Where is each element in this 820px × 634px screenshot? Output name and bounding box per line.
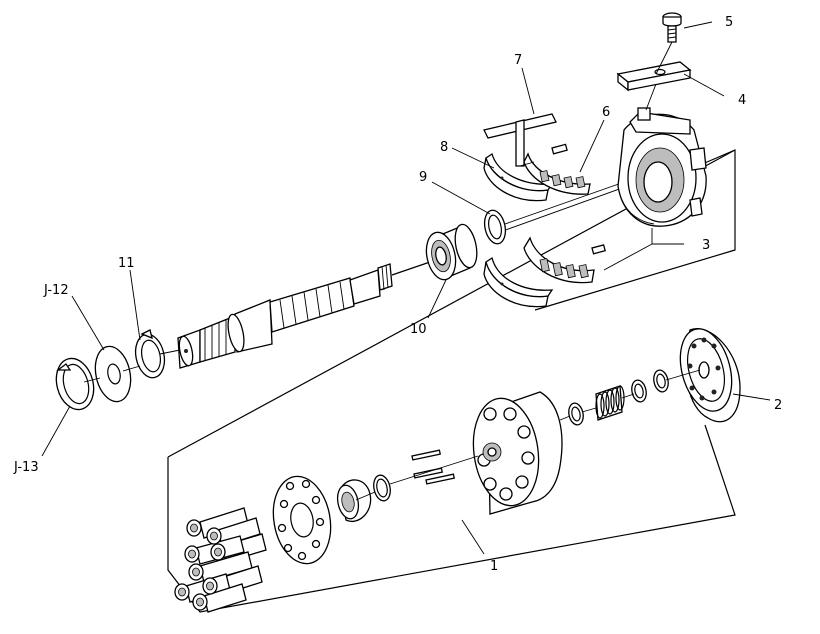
spring — [595, 385, 625, 421]
roller-bearing-6-lower — [523, 236, 606, 284]
pins — [411, 449, 455, 485]
ring-small-c — [568, 402, 584, 426]
cylinder-barrel — [472, 391, 563, 515]
label-j12: J-12 — [43, 283, 69, 298]
spherical-bushing — [336, 479, 372, 522]
bearing-shell-8-upper — [483, 152, 554, 202]
label-7: 7 — [514, 53, 522, 68]
retaining-ring-j13 — [55, 357, 95, 411]
port-plate-2 — [679, 328, 741, 423]
plate-4 — [616, 61, 692, 92]
drive-shaft — [177, 261, 431, 369]
swashplate-housing-3 — [617, 107, 707, 227]
screw-5 — [662, 12, 682, 43]
label-8: 8 — [440, 140, 448, 155]
plate-7 — [483, 113, 557, 167]
ring-small-b — [631, 379, 647, 403]
bearing-10 — [425, 223, 478, 281]
axis-line-plate — [645, 83, 657, 111]
washer-j12 — [94, 345, 132, 403]
label-10: 10 — [410, 322, 427, 337]
label-j13: J-13 — [13, 460, 39, 475]
labels: 1 2 3 4 5 6 7 8 9 10 11 J-12 J-13 — [13, 15, 782, 574]
retainer-plate — [272, 475, 332, 565]
label-2: 2 — [774, 398, 782, 413]
ring-small-d — [373, 474, 391, 502]
roller-bearing-6-upper — [523, 143, 591, 195]
bracket-lower — [167, 424, 736, 613]
ring-small-a — [653, 369, 669, 393]
axis-line-upper — [504, 179, 631, 225]
label-4: 4 — [738, 93, 746, 108]
ring-9 — [483, 209, 507, 245]
leader-lines — [41, 21, 771, 555]
label-6: 6 — [602, 105, 610, 120]
label-3: 3 — [702, 238, 710, 253]
bracket-right — [534, 149, 736, 311]
label-9: 9 — [419, 170, 427, 185]
label-5: 5 — [725, 15, 733, 30]
piston-assemblies — [174, 507, 267, 613]
axis-lines-lower — [83, 349, 701, 501]
bearing-shell-8-lower — [483, 256, 554, 308]
axis-line-screw — [655, 41, 673, 75]
label-1: 1 — [490, 559, 498, 574]
snap-ring-11 — [134, 329, 166, 379]
label-11: 11 — [118, 256, 135, 271]
